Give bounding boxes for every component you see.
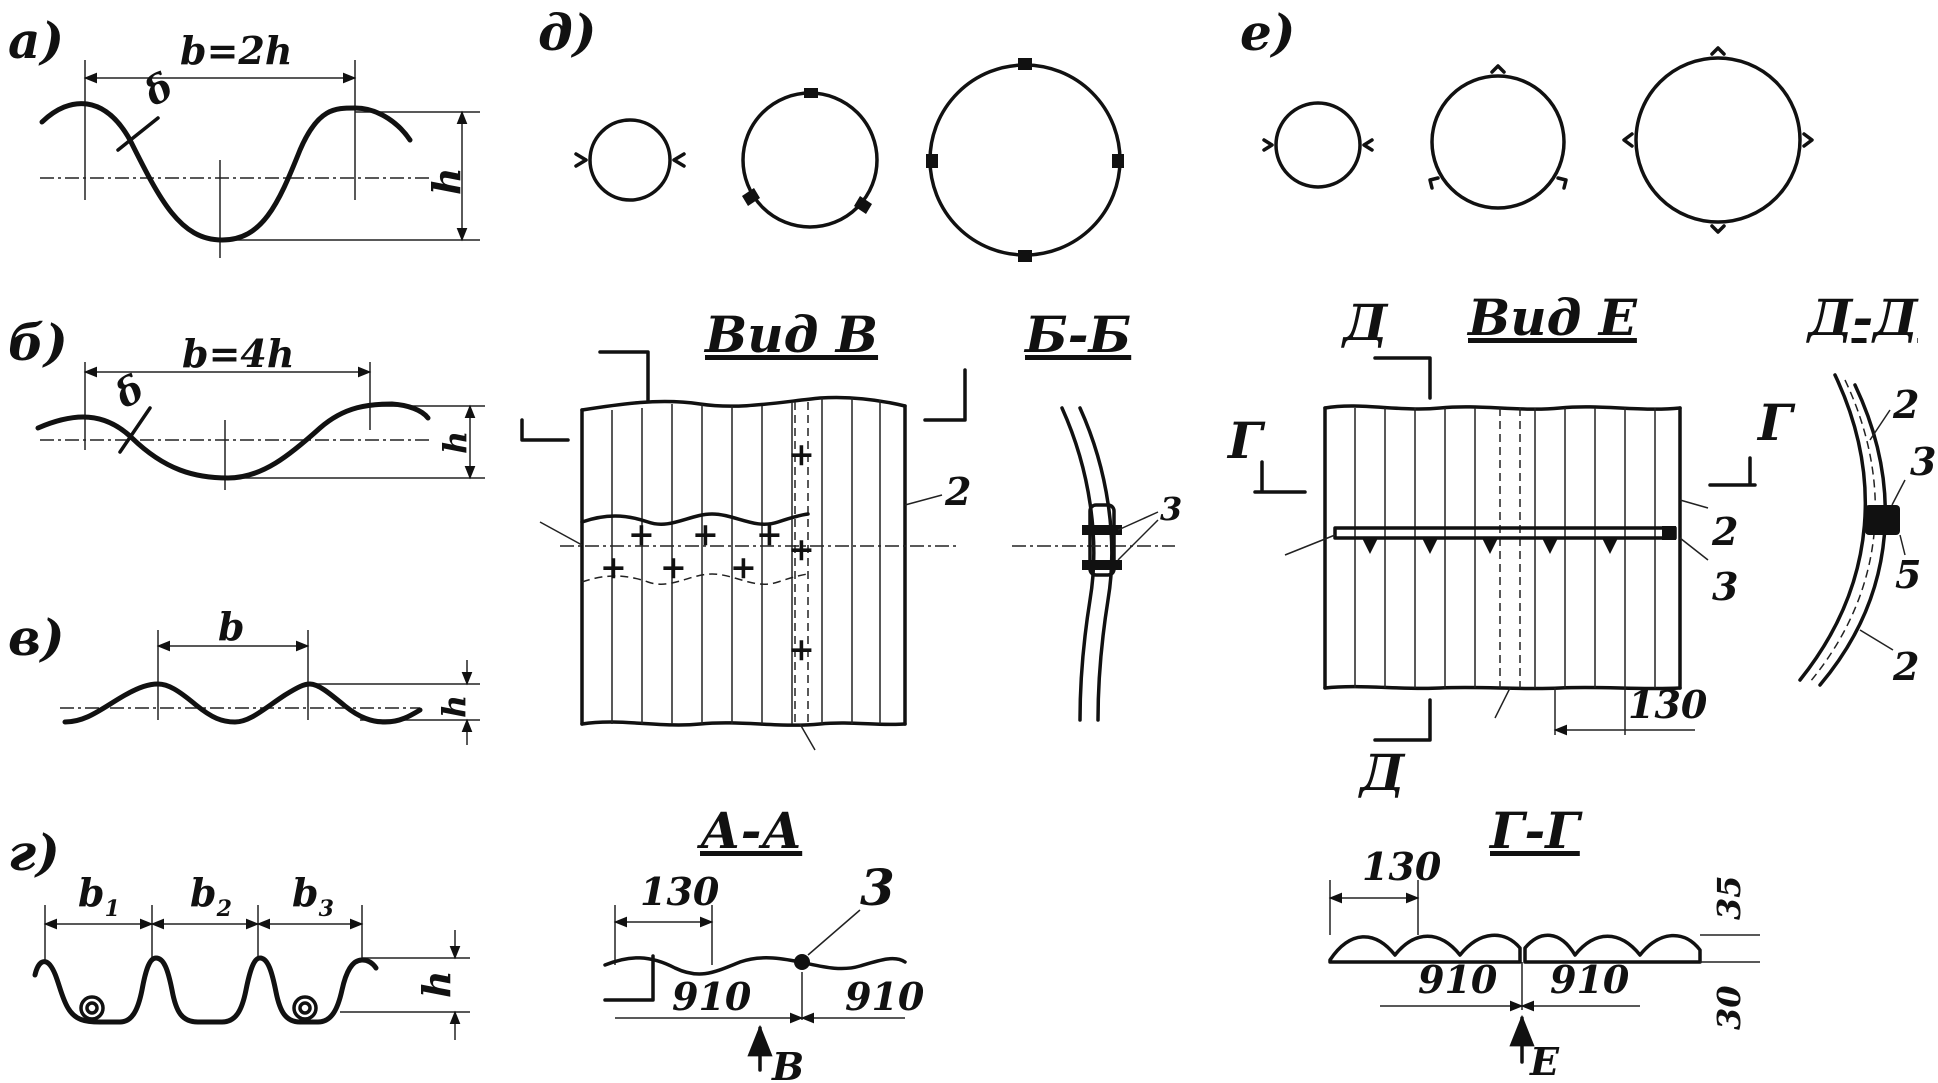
panel-v-height: h — [435, 695, 473, 718]
section-aa-dim-910-right: 910 — [845, 974, 925, 1019]
round-section-four-seam — [926, 58, 1124, 262]
section-gg-title: Г-Г — [1488, 801, 1583, 860]
view-e-cut-d-bottom: Д — [1358, 743, 1406, 802]
svg-text:+: + — [600, 548, 627, 586]
view-e-bolts — [1362, 526, 1676, 554]
panel-g-b1: b1 — [78, 870, 120, 922]
panel-b-sine-profile: б) b=4h h δ — [8, 313, 485, 490]
panel-b-label: б) — [8, 313, 68, 372]
view-e-callout-3: 3 — [1712, 564, 1738, 609]
section-aa-title: А-А — [696, 801, 802, 860]
section-gg-dim-130: 130 — [1362, 844, 1442, 889]
panel-g-b3: b3 — [292, 870, 334, 922]
section-dd-callout-2-bottom: 2 — [1892, 644, 1919, 689]
panel-b-height: h — [436, 431, 474, 454]
svg-text:+: + — [628, 515, 655, 553]
section-dd-callout-3: 3 — [1910, 439, 1936, 484]
section-gg-dim-30: 30 — [1710, 985, 1748, 1030]
panel-d-label: д) — [538, 3, 596, 62]
view-e-cut-d-top: Д — [1341, 293, 1389, 352]
section-aa-dim-910-left: 910 — [672, 974, 752, 1019]
panel-a-thickness: δ — [135, 63, 180, 115]
view-e-dim-130: 130 — [1628, 682, 1708, 727]
section-gg-dim-35: 35 — [1710, 875, 1748, 920]
round-section-three-seam — [741, 88, 879, 229]
svg-text:+: + — [788, 630, 815, 668]
panel-b-span: b=4h — [182, 331, 294, 376]
view-v-panel: Вид В +++ +++ +++ 2 — [520, 305, 971, 1002]
panel-g-trapezoid-profile: г) b1 b2 b3 h — [8, 823, 470, 1040]
section-gg-arrow-label: Е — [1529, 1039, 1560, 1083]
panel-v-label: в) — [8, 608, 65, 667]
view-e-cut-g-left: Г — [1226, 411, 1266, 470]
svg-text:+: + — [756, 515, 783, 553]
section-bb: Б-Б 3 — [1012, 305, 1182, 722]
panel-d-round-sections: д) — [538, 3, 1124, 262]
panel-g-b2: b2 — [190, 870, 232, 922]
rivet-marks: +++ +++ +++ — [600, 435, 815, 668]
view-v-callout-2: 2 — [944, 469, 971, 514]
panel-e-label: е) — [1240, 3, 1295, 62]
svg-text:+: + — [692, 515, 719, 553]
view-e-panel: Вид Е Д Г 2 3 130 — [1226, 288, 1738, 802]
section-gg-dim-910-left: 910 — [1418, 957, 1498, 1002]
round-section-e-four — [1622, 46, 1814, 234]
section-aa-callout-3: 3 — [860, 858, 895, 917]
panel-a-label: а) — [8, 11, 64, 70]
panel-v-span: b — [218, 604, 245, 649]
section-aa-arrow-label: В — [771, 1044, 804, 1083]
section-gg-dim-910-right: 910 — [1550, 957, 1630, 1002]
panel-g-height: h — [414, 970, 459, 998]
panel-g-label: г) — [8, 823, 60, 882]
panel-a-span: b=2h — [180, 28, 292, 73]
section-dd: Д-Д Г 2 3 5 2 — [1708, 288, 1936, 689]
view-v-title: Вид В — [703, 305, 878, 364]
view-e-title: Вид Е — [1466, 288, 1638, 347]
section-aa: А-А 130 3 910 910 В — [603, 801, 925, 1083]
svg-text:+: + — [788, 435, 815, 473]
svg-text:+: + — [788, 530, 815, 568]
panel-a-height: h — [424, 167, 469, 195]
section-dd-title: Д-Д — [1806, 288, 1919, 347]
panel-b-thickness: δ — [106, 365, 151, 417]
panel-e-round-sections: е) — [1240, 3, 1814, 234]
round-section-two-seam — [574, 118, 686, 202]
round-section-e-three — [1428, 64, 1568, 210]
section-gg: Г-Г 130 35 30 910 910 Е — [1328, 801, 1760, 1083]
section-aa-dim-130: 130 — [640, 869, 720, 914]
svg-text:+: + — [660, 548, 687, 586]
round-section-e-two — [1262, 101, 1374, 189]
section-dd-callout-2-top: 2 — [1892, 382, 1919, 427]
svg-text:+: + — [730, 548, 757, 586]
section-dd-cut-g: Г — [1756, 393, 1796, 452]
panel-v-triangular-profile: в) b h — [8, 604, 480, 745]
view-e-callout-2: 2 — [1711, 509, 1738, 554]
section-bb-title: Б-Б — [1023, 305, 1131, 364]
panel-a-sine-profile: а) b=2h h δ — [8, 11, 480, 258]
section-dd-callout-5: 5 — [1895, 552, 1921, 597]
section-bb-callout-3: 3 — [1160, 490, 1182, 528]
